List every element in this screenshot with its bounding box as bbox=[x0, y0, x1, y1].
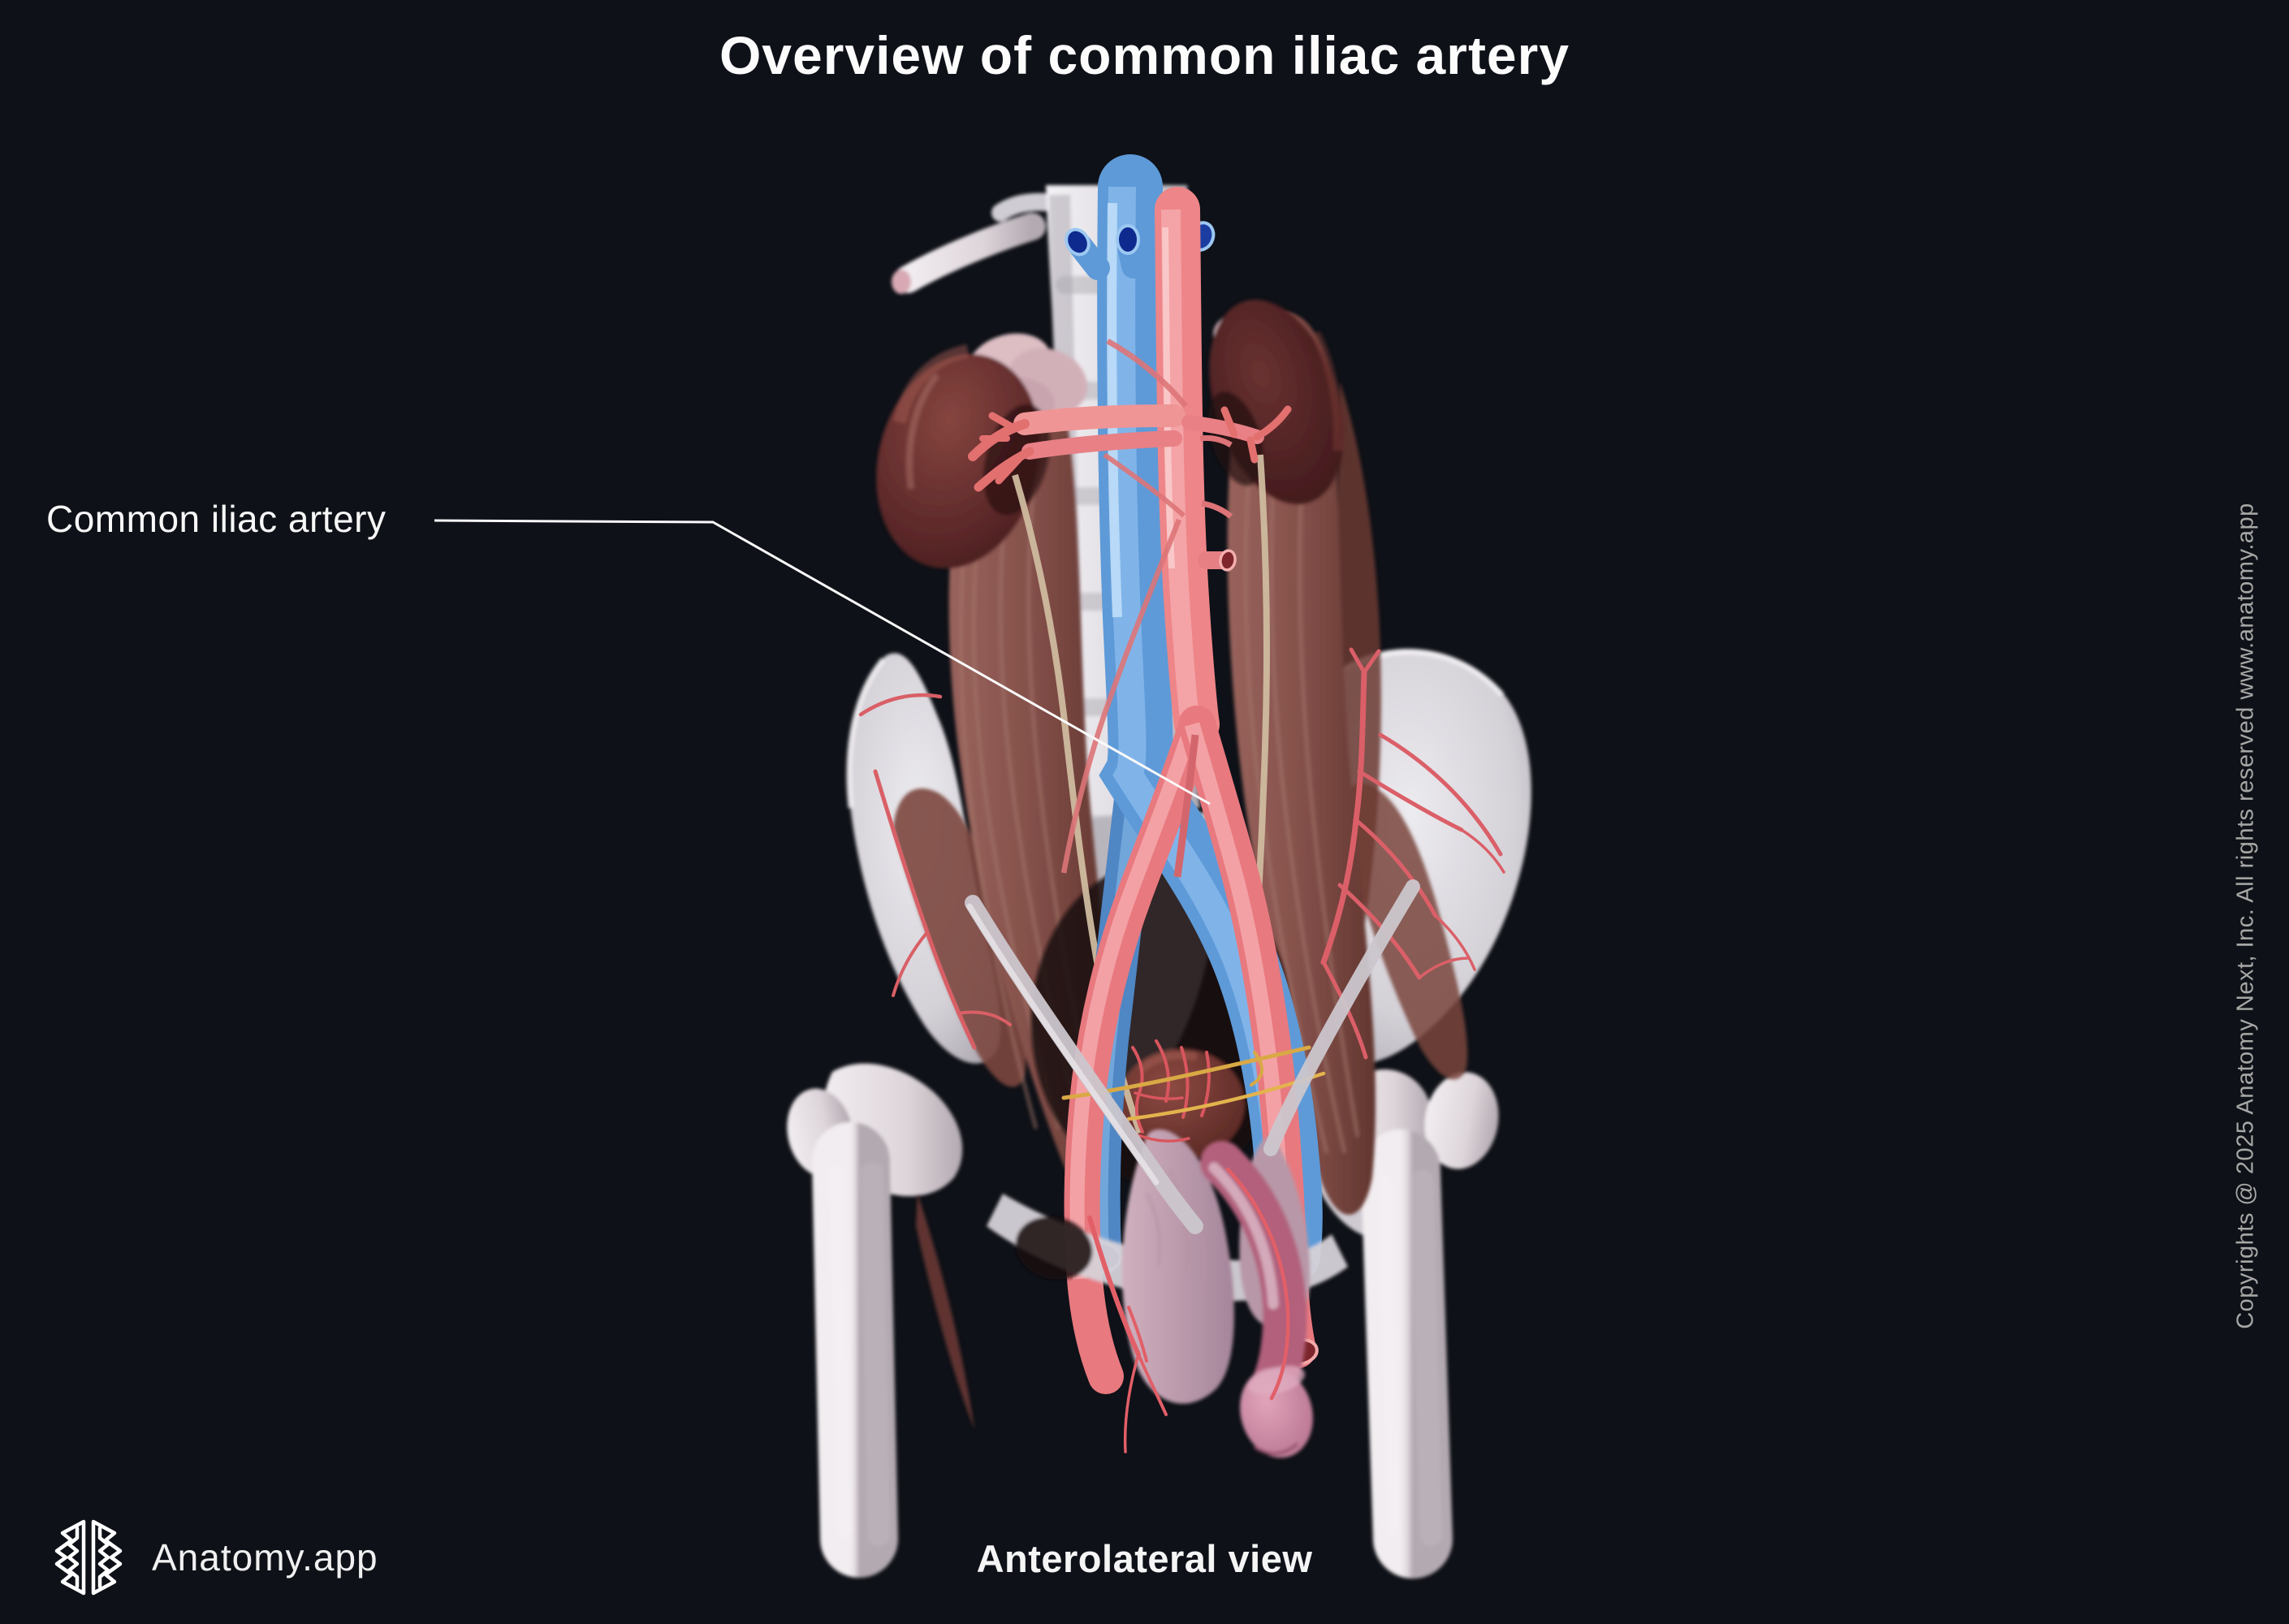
scrotal-arteries bbox=[1087, 1167, 1290, 1453]
rib bbox=[894, 213, 1046, 293]
page-title: Overview of common iliac artery bbox=[719, 25, 1570, 85]
gonadal-artery bbox=[1060, 518, 1182, 874]
aorta-side-branches bbox=[1060, 338, 1233, 874]
right-iliacus-muscle bbox=[1343, 783, 1468, 1080]
left-wing-arteries bbox=[858, 693, 1012, 1050]
annotation-label-common-iliac-artery: Common iliac artery bbox=[46, 498, 387, 540]
copyright-notice: Copyrights @ 2025 Anatomy Next, Inc. All… bbox=[2232, 503, 2259, 1329]
aorta bbox=[1155, 187, 1220, 747]
right-femur bbox=[1361, 1129, 1453, 1579]
penile-artery bbox=[1225, 1167, 1290, 1401]
glans bbox=[1240, 1365, 1313, 1458]
rib-cut-end bbox=[892, 270, 911, 294]
right-kidney bbox=[1207, 300, 1344, 504]
brand: Anatomy.app bbox=[46, 1515, 378, 1600]
pelvic-surface-arteries bbox=[858, 647, 1505, 1453]
median-sacral-artery bbox=[1173, 734, 1199, 878]
inguinal-ligaments bbox=[965, 879, 1420, 1234]
right-greater-trochanter bbox=[1424, 1072, 1499, 1169]
view-caption: Anterolateral view bbox=[976, 1537, 1313, 1580]
left-iliacus-muscle bbox=[893, 788, 1026, 1087]
brain-logo-icon bbox=[54, 1519, 131, 1596]
left-femur bbox=[812, 1122, 898, 1578]
annotation-leader-line bbox=[434, 519, 1211, 806]
renal-vessels bbox=[968, 404, 1292, 492]
brand-name: Anatomy.app bbox=[152, 1536, 378, 1579]
left-thigh-muscle bbox=[916, 1194, 974, 1429]
obturator-foramen bbox=[1015, 1216, 1093, 1280]
aorta-stump bbox=[1198, 549, 1237, 572]
